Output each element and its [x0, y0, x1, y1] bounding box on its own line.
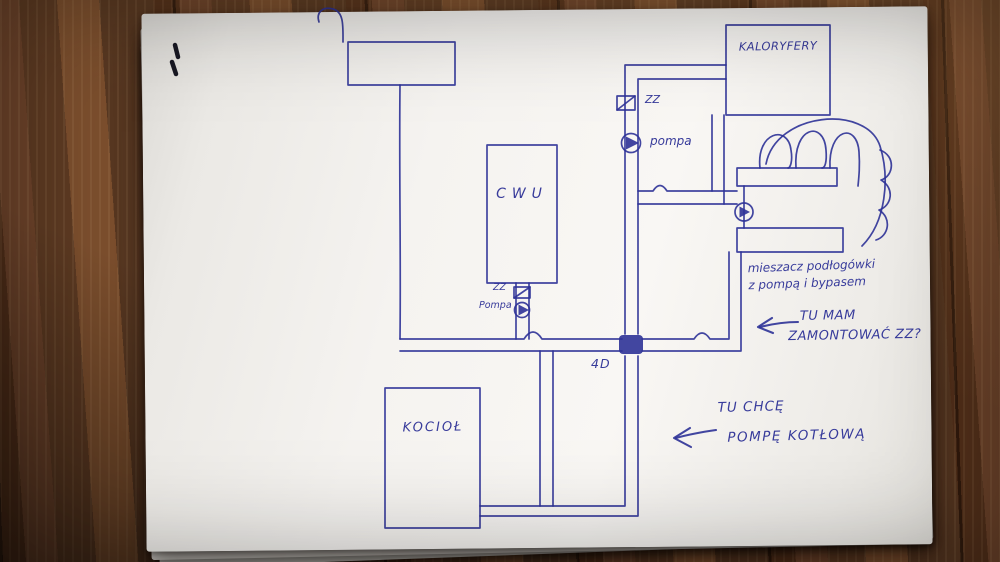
riser-check-valve-icon	[616, 95, 636, 111]
cwu-pump-icon	[518, 304, 529, 316]
riser-fittings	[616, 95, 642, 154]
coil-stroke	[758, 133, 793, 169]
kociol-box-outline	[384, 387, 481, 529]
pump-note-arrow-left-icon	[674, 428, 718, 440]
mixer-note: mieszacz podłogówki z pompą i bypasem	[747, 256, 876, 295]
cwu-unit	[486, 144, 558, 340]
coil-stroke	[875, 149, 893, 241]
riser-pipe	[637, 78, 727, 335]
junction-4d-fitting	[619, 335, 643, 354]
mixer-branch-pipe	[641, 251, 742, 352]
expansion-tank	[317, 7, 456, 340]
cwu-box-label: CWU	[496, 186, 548, 202]
zz-question-arrow-left-icon	[758, 320, 800, 329]
boiler-pump-note-line1: TU CHCĘ	[717, 398, 785, 416]
boiler-return-pipe	[479, 355, 639, 517]
supply-pipe	[399, 331, 623, 340]
mixer-lower-manifold	[736, 227, 844, 253]
kociol-unit	[384, 387, 481, 529]
boiler-return-pipe	[479, 355, 626, 507]
cwu-check-valve-icon	[513, 286, 531, 299]
coil-stroke	[795, 130, 828, 169]
mixer-pump-icon	[734, 202, 754, 222]
riser-check-valve-label: ZZ	[645, 93, 661, 106]
tank-drop-pipe	[398, 84, 402, 340]
junction-4d-label: 4D	[591, 356, 611, 371]
cwu-check-valve-label: ZZ	[493, 282, 507, 293]
riser-check-valve-icon	[616, 95, 636, 111]
pen-marks	[169, 42, 181, 77]
floor-heating-mixer	[734, 118, 893, 253]
vent-pipe-hook	[317, 7, 344, 43]
zz-question-line1: TU MAM	[799, 307, 856, 324]
mixer-upper-manifold	[736, 167, 838, 187]
pen-mark	[172, 42, 181, 60]
pen-mark	[169, 59, 179, 77]
zz-question-arrow-left-icon	[756, 316, 775, 335]
boiler-pump-note: TU CHCĘ POMPĘ KOTŁOWĄ	[717, 396, 866, 446]
kaloryfery-box-outline	[725, 24, 831, 116]
riser-pump-icon	[626, 136, 639, 150]
kaloryfery-box-label: KALORYFERY	[738, 38, 818, 54]
zz-question-line2: ZAMONTOWAĆ ZZ?	[788, 326, 922, 345]
radiator-branch-pipe	[637, 184, 738, 192]
coil-stroke	[829, 132, 861, 187]
expansion-tank-outline	[347, 41, 456, 86]
riser-pipe	[624, 64, 727, 335]
riser-pump-label: pompa	[650, 134, 692, 148]
cwu-pump-icon	[513, 301, 531, 319]
cwu-pump-label: Pompa	[479, 300, 512, 311]
zz-question-note: TU MAM ZAMONTOWAĆ ZZ?	[788, 305, 922, 348]
riser-pump-icon	[620, 132, 642, 154]
annotation-arrows	[672, 316, 800, 449]
coil-stroke	[765, 118, 886, 247]
pipework	[399, 64, 742, 517]
mixer-pump-icon	[739, 206, 750, 218]
mixer-branch-pipe	[641, 251, 730, 340]
kaloryfery-unit	[725, 24, 831, 116]
cwu-check-valve-icon	[513, 286, 531, 299]
cwu-box-outline	[486, 144, 558, 284]
kociol-box-label: KOCIOŁ	[402, 419, 464, 436]
pump-note-arrow-left-icon	[672, 426, 693, 449]
